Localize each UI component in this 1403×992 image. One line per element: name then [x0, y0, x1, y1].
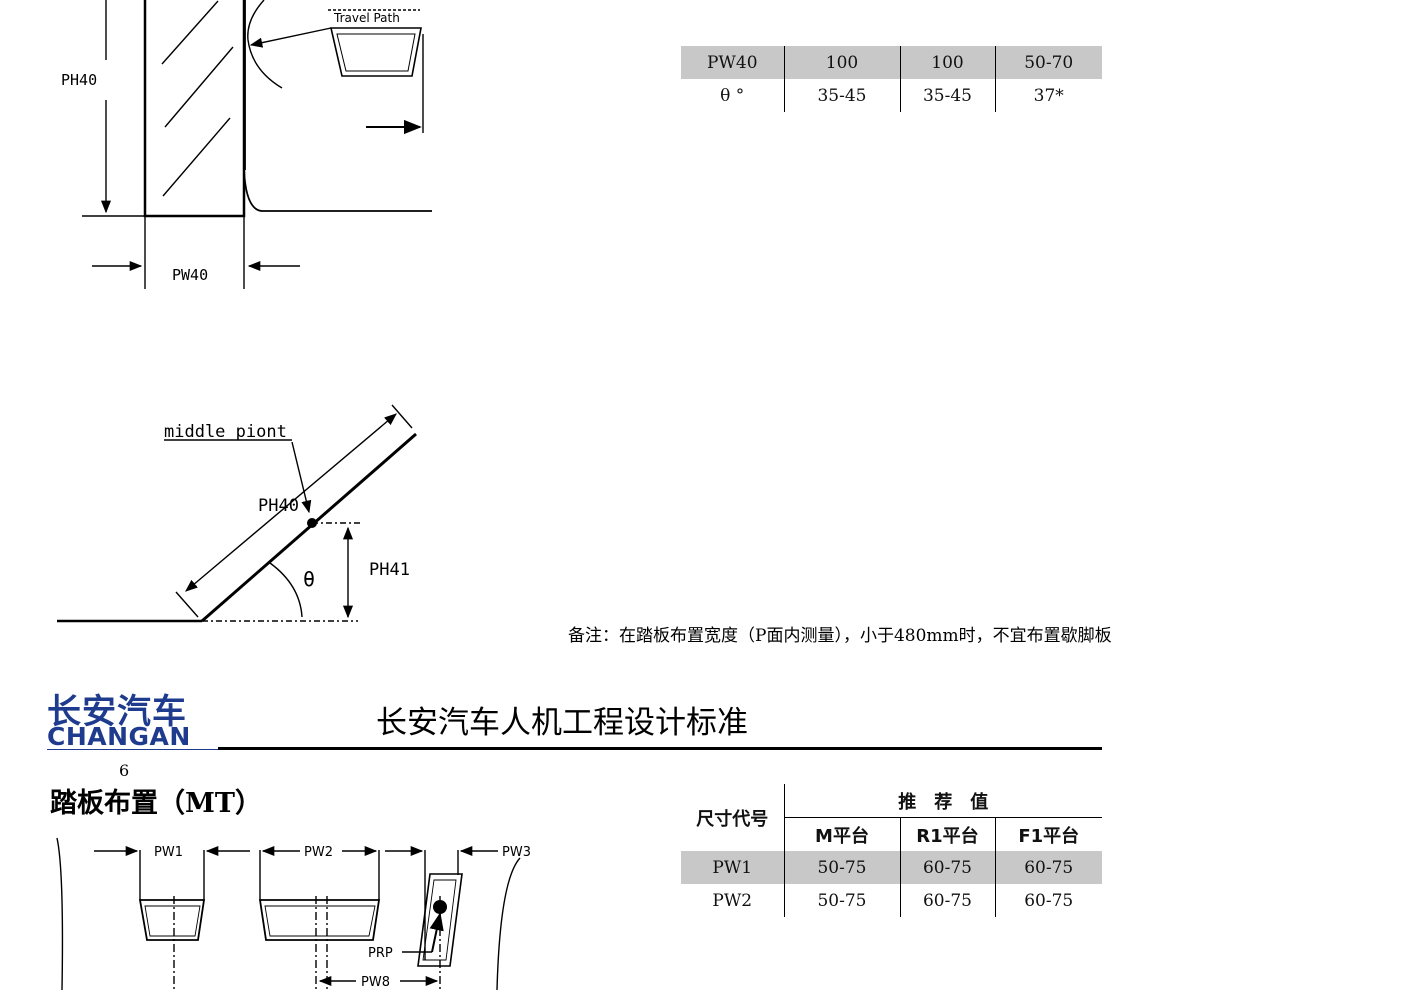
- pw8-label: PW8: [361, 975, 390, 990]
- cell-r1: 60-75: [899, 884, 995, 917]
- changan-logo-cn: 长安汽车: [47, 692, 187, 732]
- header-code: 尺寸代号: [696, 808, 769, 830]
- cell-r1: 35-45: [899, 79, 995, 112]
- theta-label: θ: [303, 567, 315, 591]
- pw3-label: PW3: [502, 845, 531, 860]
- travel-path-label: Travel Path: [333, 11, 400, 25]
- page-number: 6: [119, 761, 130, 780]
- pw40-spec-table: PW40 100 100 50-70 θ ° 35-45 35-45 37*: [681, 46, 1102, 112]
- cell-code: PW2: [712, 890, 753, 911]
- cell-f1: 60-75: [994, 851, 1102, 884]
- cell-m: 50-75: [783, 884, 900, 917]
- table-header-row: M平台 R1平台 F1平台: [681, 817, 1102, 851]
- cell-m: 100: [783, 46, 900, 79]
- cell-f1: 60-75: [994, 884, 1102, 917]
- cell-f1: 50-70: [994, 46, 1102, 79]
- table-header-row: 尺寸代号 推 荐 值: [681, 784, 1102, 830]
- header-recommended: 推 荐 值: [783, 784, 1102, 818]
- changan-logo-en: CHANGAN: [47, 722, 191, 751]
- cell-m: 50-75: [783, 851, 900, 884]
- ph40-label-top: PH40: [61, 71, 97, 89]
- cell-r1: 100: [899, 46, 995, 79]
- table-row: θ ° 35-45 35-45 37*: [681, 79, 1102, 112]
- pw1-label: PW1: [154, 845, 183, 860]
- ph40-label-mid: PH40: [258, 496, 299, 516]
- cell-f1: 37*: [994, 79, 1102, 112]
- header-m: M平台: [783, 817, 900, 851]
- cell-code: PW40: [681, 46, 784, 79]
- table-row: PW40 100 100 50-70: [681, 46, 1102, 79]
- header-f1: F1平台: [994, 817, 1102, 851]
- table-row: PW2 50-75 60-75 60-75: [681, 884, 1102, 917]
- header-rule-logo: [47, 749, 218, 750]
- pw2-label: PW2: [304, 845, 333, 860]
- header-rule: [218, 747, 1102, 750]
- middle-point-label: middle piont: [164, 422, 287, 442]
- document-title: 长安汽车人机工程设计标准: [376, 705, 748, 741]
- footnote: 备注：在踏板布置宽度（P面内测量），小于480mm时，不宜布置歇脚板: [568, 626, 1112, 646]
- pw40-label: PW40: [172, 266, 208, 284]
- header-r1: R1平台: [899, 817, 995, 851]
- cell-m: 35-45: [783, 79, 900, 112]
- cell-code: θ °: [720, 85, 745, 106]
- section-title: 踏板布置（MT）: [50, 788, 262, 819]
- ph41-label: PH41: [369, 560, 410, 580]
- table-row: PW1 50-75 60-75 60-75: [681, 851, 1102, 884]
- cell-code: PW1: [681, 851, 784, 884]
- pedal-layout-spec-table: 尺寸代号 推 荐 值 M平台 R1平台 F1平台 PW1 50-75 60-75…: [681, 784, 1102, 917]
- cell-r1: 60-75: [899, 851, 995, 884]
- prp-label: PRP: [368, 946, 393, 961]
